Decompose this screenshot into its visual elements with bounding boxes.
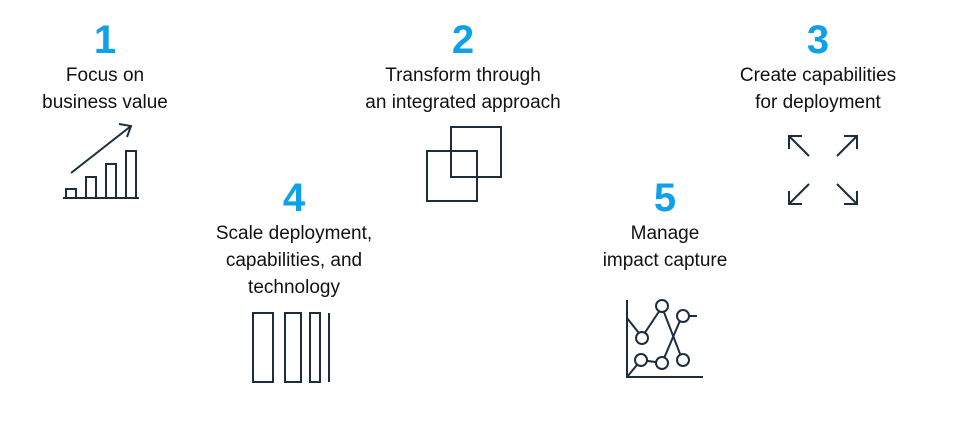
step-number: 4: [282, 176, 306, 220]
step-number: 1: [93, 18, 117, 62]
step-number: 5: [653, 176, 677, 220]
step-number: 2: [451, 18, 475, 62]
step-number: 3: [806, 18, 830, 62]
